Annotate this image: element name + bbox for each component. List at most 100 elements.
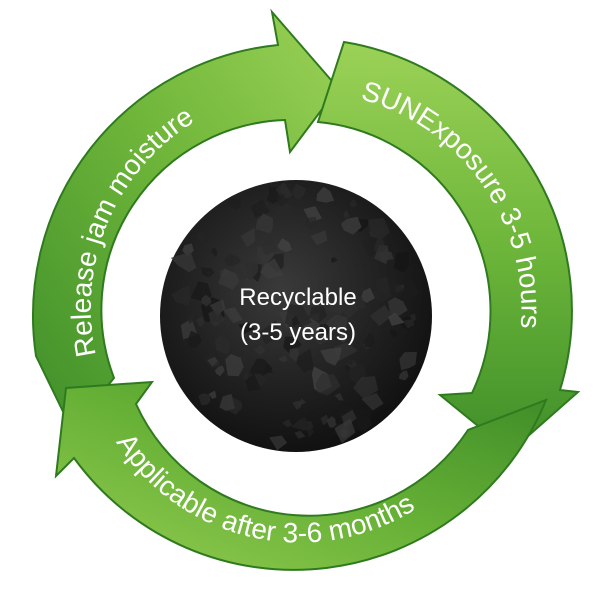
- charcoal-chunk: [243, 371, 249, 381]
- center-label-line1: Recyclable: [239, 284, 356, 311]
- charcoal-chunk: [219, 393, 235, 411]
- charcoal-chunk: [320, 414, 330, 426]
- charcoal-chunk: [307, 428, 315, 438]
- charcoal-chunk: [196, 316, 205, 328]
- charcoal-chunk: [289, 347, 299, 363]
- charcoal-chunk: [303, 206, 322, 223]
- charcoal-chunk: [282, 419, 293, 428]
- charcoal-chunk: [360, 287, 375, 303]
- charcoal-chunk: [234, 260, 259, 280]
- cycle-arrow-applicable: [54, 380, 548, 571]
- charcoal-chunk: [228, 198, 241, 210]
- charcoal-chunk: [277, 238, 292, 253]
- charcoal-chunk: [170, 251, 197, 273]
- charcoal-chunk: [293, 348, 314, 373]
- charcoal-chunk: [218, 268, 240, 290]
- charcoal-chunk: [259, 320, 283, 345]
- charcoal-chunk: [398, 277, 419, 304]
- charcoal-chunk: [326, 416, 336, 428]
- charcoal-chunk: [345, 357, 354, 366]
- charcoal-chunk: [349, 199, 358, 208]
- charcoal-chunk: [325, 314, 348, 331]
- charcoal-chunk: [187, 312, 196, 325]
- cycle-arrow-sun: [316, 40, 581, 454]
- charcoal-chunk: [196, 232, 206, 243]
- charcoal-chunk: [188, 330, 202, 348]
- charcoal-chunk: [209, 299, 226, 317]
- charcoal-chunk: [320, 347, 342, 366]
- charcoal-chunk: [361, 392, 384, 411]
- charcoal-chunk: [364, 333, 376, 348]
- charcoal-chunk: [223, 307, 243, 324]
- charcoal-chunk: [336, 334, 347, 343]
- charcoal-chunk: [282, 330, 290, 338]
- charcoal-chunk: [201, 294, 212, 307]
- charcoal-chunk: [389, 330, 398, 338]
- charcoal-chunk: [388, 297, 408, 316]
- charcoal-chunk: [240, 227, 255, 247]
- charcoal-chunk: [292, 183, 306, 200]
- charcoal-chunk: [344, 363, 353, 372]
- charcoal-chunk: [388, 312, 405, 326]
- charcoal-chunk: [264, 364, 273, 375]
- charcoal-chunk: [171, 285, 191, 306]
- charcoal-chunk: [284, 304, 312, 330]
- charcoal-chunk: [328, 299, 345, 315]
- charcoal-chunk: [316, 323, 331, 338]
- charcoal-chunk: [260, 258, 284, 279]
- charcoal-chunk: [208, 390, 217, 399]
- charcoal-chunk: [269, 435, 288, 451]
- charcoal-chunk: [334, 418, 356, 444]
- charcoal-chunk: [253, 345, 266, 356]
- charcoal-chunk: [294, 430, 306, 439]
- charcoal-chunk: [198, 393, 211, 406]
- charcoal-chunk: [352, 408, 372, 431]
- charcoal-chunk: [298, 398, 306, 406]
- charcoal-chunk: [214, 365, 225, 377]
- charcoal-chunk: [214, 334, 231, 355]
- charcoal-chunk: [208, 309, 225, 327]
- charcoal-chunk: [255, 213, 273, 234]
- charcoal-chunk: [206, 270, 213, 278]
- charcoal-chunk: [309, 305, 328, 324]
- charcoal-chunk: [369, 304, 392, 327]
- charcoal-chunk: [387, 280, 405, 296]
- charcoal-chunk: [276, 194, 288, 207]
- charcoal-chunk: [340, 295, 358, 319]
- charcoal-chunk: [238, 322, 255, 334]
- charcoal-chunk: [331, 257, 338, 263]
- charcoal-chunk: [409, 313, 417, 322]
- charcoal-chunk: [283, 336, 302, 354]
- charcoal-chunk: [250, 199, 270, 218]
- charcoal-chunk: [353, 376, 379, 400]
- charcoal-chunk: [225, 354, 244, 377]
- cycle-arrow-release: [31, 8, 340, 432]
- charcoal-chunk: [394, 251, 410, 273]
- charcoal-chunk: [310, 230, 328, 246]
- charcoal-chunk: [373, 237, 385, 253]
- charcoal-chunk: [224, 253, 241, 267]
- charcoal-chunk: [399, 351, 417, 371]
- charcoal-chunk: [387, 368, 400, 379]
- charcoal-chunk: [304, 216, 317, 230]
- charcoal-chunk: [403, 319, 415, 329]
- charcoal-chunk: [376, 276, 391, 294]
- center-label-line2: (3-5 years): [240, 319, 356, 346]
- charcoal-chunk: [278, 355, 288, 363]
- charcoal-chunk: [340, 216, 362, 235]
- charcoal-chunk: [307, 411, 315, 419]
- charcoal-chunk: [368, 217, 391, 240]
- charcoal-chunk: [343, 210, 350, 219]
- charcoal-chunk: [310, 332, 325, 344]
- charcoal-chunk: [398, 370, 409, 381]
- charcoal-chunk: [315, 373, 341, 396]
- charcoal-chunk: [261, 236, 277, 256]
- charcoal-chunk: [316, 186, 335, 203]
- charcoal-image: [160, 180, 432, 452]
- charcoal-chunk: [244, 374, 261, 392]
- charcoal-chunk: [210, 248, 218, 258]
- charcoal-chunk: [334, 392, 344, 401]
- charcoal-chunk: [291, 417, 309, 431]
